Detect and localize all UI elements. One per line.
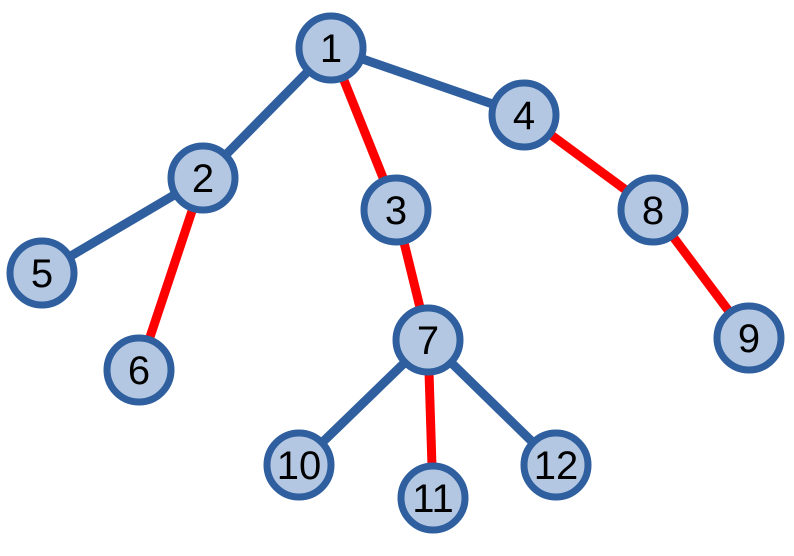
node-3: 3 <box>360 174 432 246</box>
node-circle <box>167 142 239 214</box>
node-label: 3 <box>385 189 407 233</box>
node-circle <box>617 174 689 246</box>
node-circle <box>520 429 592 501</box>
node-circle <box>360 174 432 246</box>
node-label: 6 <box>128 349 150 393</box>
node-circle <box>103 334 175 406</box>
node-label: 1 <box>320 27 342 71</box>
node-2: 2 <box>167 142 239 214</box>
node-12: 12 <box>520 429 592 501</box>
node-label: 9 <box>738 317 760 361</box>
node-9: 9 <box>713 302 785 374</box>
node-label: 7 <box>417 319 439 363</box>
node-label: 5 <box>31 252 53 296</box>
node-circle <box>263 429 335 501</box>
node-circle <box>6 237 78 309</box>
node-circle <box>392 304 464 376</box>
node-label: 2 <box>192 157 214 201</box>
node-10: 10 <box>263 429 335 501</box>
node-label: 10 <box>277 444 322 488</box>
edges-layer <box>39 43 753 499</box>
node-6: 6 <box>103 334 175 406</box>
node-circle <box>713 302 785 374</box>
node-4: 4 <box>488 79 560 151</box>
node-label: 12 <box>534 444 579 488</box>
node-label: 8 <box>642 189 664 233</box>
node-label: 4 <box>513 94 535 138</box>
node-1: 1 <box>295 12 367 84</box>
node-circle <box>488 79 560 151</box>
node-11: 11 <box>397 462 469 534</box>
node-7: 7 <box>392 304 464 376</box>
node-circle <box>295 12 367 84</box>
node-8: 8 <box>617 174 689 246</box>
node-5: 5 <box>6 237 78 309</box>
node-label: 11 <box>412 477 454 521</box>
node-circle <box>397 462 469 534</box>
